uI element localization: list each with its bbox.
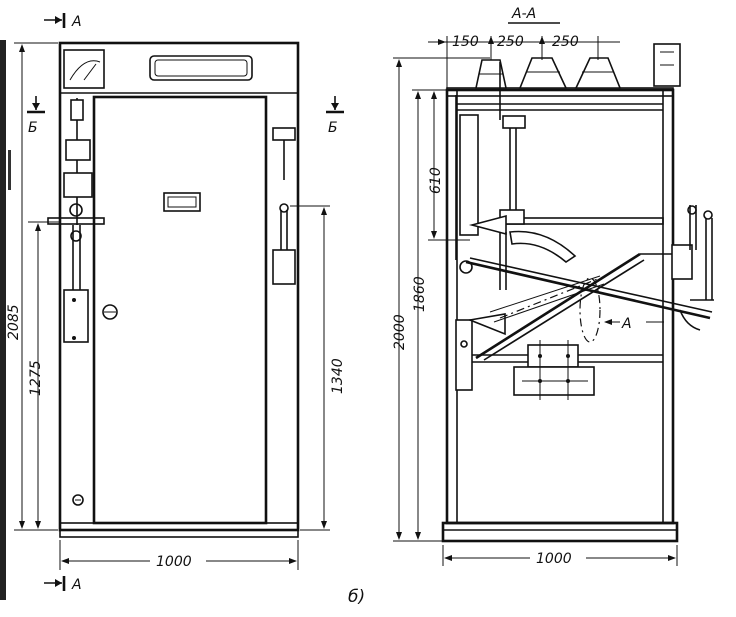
dim-top-spacings: 150 250 250 bbox=[428, 34, 620, 88]
meter-icon bbox=[63, 49, 105, 89]
dim-label-150: 150 bbox=[452, 34, 479, 50]
side-view: А-А bbox=[441, 6, 714, 543]
scan-edge bbox=[0, 40, 11, 600]
section-label-a-top: А bbox=[71, 14, 82, 30]
dim-label-2000: 2000 bbox=[392, 314, 408, 350]
dim-label-1860: 1860 bbox=[412, 276, 428, 312]
front-view bbox=[47, 41, 300, 538]
section-label-b-right: Б bbox=[328, 120, 338, 136]
dim-side-width: 1000 bbox=[442, 545, 678, 567]
section-mark-a-top: А bbox=[44, 13, 82, 30]
dim-label-610: 610 bbox=[428, 167, 444, 194]
dim-right-height: 1340 bbox=[290, 205, 346, 531]
section-mark-a-bottom: А bbox=[44, 576, 82, 593]
dim-label-side-1000: 1000 bbox=[536, 551, 572, 567]
dim-label-1340: 1340 bbox=[330, 358, 346, 394]
dim-handle-height: 1275 bbox=[28, 221, 60, 529]
dim-side-height-inner: 1860 bbox=[412, 89, 446, 540]
section-label-a-bottom: А bbox=[71, 577, 82, 593]
dim-front-width: 1000 bbox=[59, 540, 299, 570]
view-a-label: А bbox=[621, 316, 632, 332]
section-mark-b-right: Б bbox=[326, 96, 344, 136]
dim-label-250-b: 250 bbox=[552, 34, 579, 50]
dim-total-height: 2085 bbox=[6, 42, 58, 531]
section-title: А-А bbox=[511, 6, 536, 22]
dim-label-2085: 2085 bbox=[6, 304, 22, 340]
dim-side-height-outer: 2000 bbox=[392, 57, 490, 542]
dim-label-front-1000: 1000 bbox=[156, 554, 192, 570]
dim-label-250-a: 250 bbox=[497, 34, 524, 50]
section-mark-b-left: Б bbox=[27, 96, 45, 136]
dim-label-1275: 1275 bbox=[28, 360, 44, 396]
section-label-b-left: Б bbox=[28, 120, 38, 136]
dim-side-610: 610 bbox=[428, 91, 470, 241]
figure-caption: б) bbox=[348, 587, 365, 607]
